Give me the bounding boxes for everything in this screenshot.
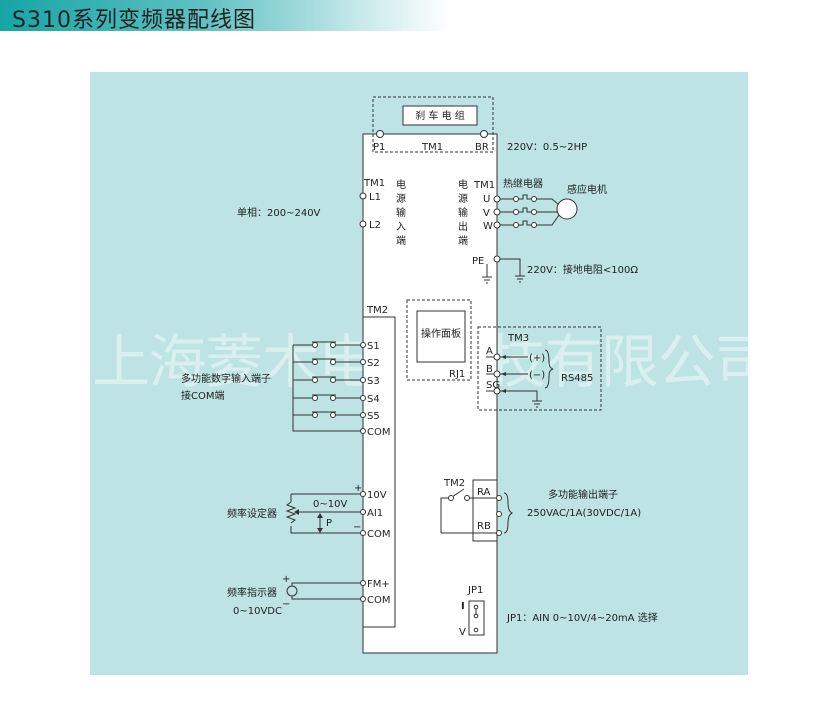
relay-tm2-label: TM2: [443, 478, 465, 489]
w-label: W: [483, 221, 493, 232]
brake-resistor-box: [402, 105, 478, 126]
svg-text:输: 输: [396, 206, 406, 219]
frequency-meter-wiring: [286, 580, 366, 602]
title-bar: S310系列变频器配线图: [0, 0, 450, 33]
minus-label: (−): [529, 370, 545, 381]
tm2-label: TM2: [366, 305, 388, 316]
u-label: U: [483, 194, 490, 205]
tm2-block: [362, 316, 396, 628]
tm1-out-label: TM1: [473, 180, 495, 191]
terminal-10v: 10V: [367, 490, 387, 501]
rs485-wiring: [486, 349, 554, 408]
digital-input-sublabel: 接COM端: [181, 389, 224, 402]
terminal-l2: [359, 220, 367, 228]
svg-text:入: 入: [396, 222, 406, 233]
digital-input-label: 多功能数字输入端子: [181, 372, 271, 385]
svg-text:输: 输: [458, 206, 468, 219]
terminal-fm: FM+: [367, 579, 390, 590]
svg-text:电: 电: [458, 178, 468, 191]
terminal-l1: [359, 192, 367, 200]
operator-panel-box: [416, 310, 466, 363]
brake-spec: 220V：0.5~2HP: [507, 142, 587, 153]
ra-label: RA: [477, 487, 491, 498]
tm3-dashed-box: [477, 326, 602, 411]
l1-label: L1: [369, 192, 381, 203]
thermal-relay-label: 热继电器: [503, 177, 543, 190]
analog-plus: +: [354, 483, 362, 494]
a-label: A: [486, 346, 493, 357]
operator-panel-label: 操作面板: [421, 327, 461, 340]
terminal-ai1: AI1: [367, 508, 383, 519]
ground-wiring: [482, 255, 525, 284]
motor-wiring: [493, 194, 578, 229]
supply-label: 单相：200~240V: [237, 206, 321, 219]
tm1-top-label: TM1: [421, 142, 443, 153]
svg-text:出: 出: [458, 220, 468, 233]
tm1-in-label: TM1: [363, 178, 385, 189]
rj1-dashed-box: [406, 299, 472, 381]
inverter-body: [362, 133, 498, 654]
frequency-setter-wiring: [285, 491, 366, 536]
analog-minus: −: [353, 522, 361, 533]
meter-icon: [286, 585, 298, 597]
meter-minus: −: [282, 599, 290, 610]
jp1-label: JP1: [467, 585, 483, 596]
digital-input-switches: [292, 341, 366, 434]
rb-label: RB: [477, 521, 491, 532]
power-output-label: 电 源 输 出 端: [458, 178, 468, 247]
terminal-com: COM: [367, 427, 390, 438]
analog-range: 0~10V: [313, 499, 347, 510]
brake-dashed-box: [372, 96, 494, 153]
frequency-meter-label: 频率指示器: [227, 586, 277, 599]
relay-wiring: [440, 488, 514, 536]
br-label: BR: [475, 142, 489, 153]
relay-output-spec: 250VAC/1A(30VDC/1A): [527, 508, 641, 519]
rs485-label: RS485: [561, 373, 593, 384]
plus-label: (+): [529, 353, 545, 364]
l2-label: L2: [369, 220, 381, 231]
tm3-label: TM3: [507, 333, 529, 344]
terminal-s1: S1: [367, 341, 380, 352]
motor-label: 感应电机: [567, 183, 607, 196]
p1-label: P1: [373, 142, 385, 153]
terminal-s2: S2: [367, 358, 380, 369]
v-label: V: [483, 208, 490, 219]
meter-plus: +: [282, 574, 290, 585]
relay-output-label: 多功能输出端子: [548, 488, 618, 501]
page-title: S310系列变频器配线图: [12, 8, 256, 33]
terminal-s4: S4: [367, 394, 380, 405]
svg-text:端: 端: [396, 234, 406, 247]
svg-text:端: 端: [458, 234, 468, 247]
jumper-v-label: V: [459, 627, 466, 638]
svg-text:源: 源: [458, 192, 468, 205]
p-label: P: [326, 518, 332, 529]
terminal-analog-com: COM: [367, 529, 390, 540]
power-input-label: 电 源 输 入 端: [396, 178, 406, 247]
terminal-s3: S3: [367, 376, 380, 387]
ground-spec: 220V：接地电阻<100Ω: [527, 263, 638, 276]
terminal-fm-com: COM: [367, 595, 390, 606]
terminal-p1: [376, 130, 384, 138]
terminal-s5: S5: [367, 411, 380, 422]
relay-block: [472, 479, 498, 542]
brake-label: 刹 车 电 组: [415, 109, 465, 122]
svg-text:电: 电: [396, 178, 406, 191]
terminal-br: [480, 130, 488, 138]
rj1-label: RJ1: [449, 369, 465, 380]
pe-label: PE: [472, 256, 484, 267]
jumper-i-label: I: [461, 601, 465, 612]
frequency-meter-range: 0~10VDC: [233, 606, 282, 617]
jumper-pins: [473, 604, 479, 633]
b-label: B: [486, 364, 493, 375]
jumper-description: JP1：AIN 0~10V/4~20mA 选择: [506, 611, 658, 624]
frequency-setter-label: 频率设定器: [227, 507, 277, 520]
svg-text:源: 源: [396, 192, 406, 205]
motor-icon: [556, 198, 578, 220]
sg-label: SG: [486, 380, 500, 391]
